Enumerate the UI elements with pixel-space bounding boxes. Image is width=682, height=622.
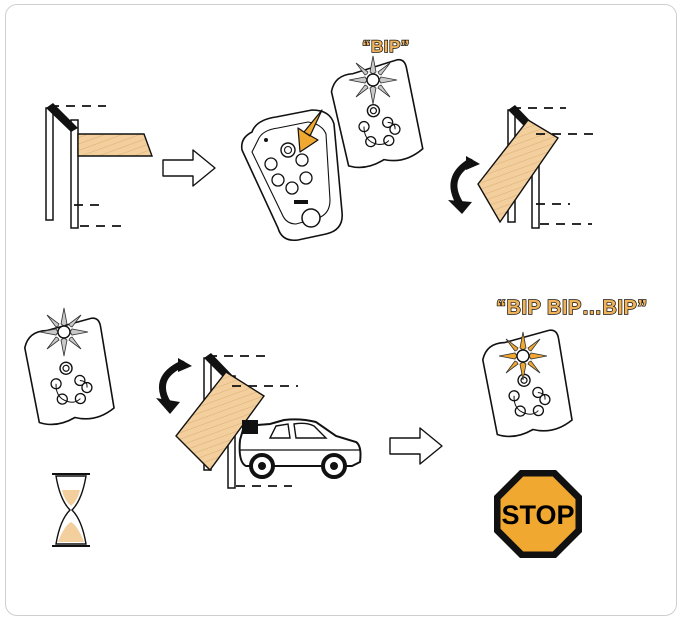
gate-closed-icon — [46, 103, 152, 228]
bip-label-multi: “BIP BIP…BIP” — [496, 297, 648, 319]
rotate-icon — [448, 156, 480, 214]
stop-sign-text: STOP — [501, 500, 574, 530]
rotate-icon — [156, 358, 192, 414]
hourglass-icon — [52, 474, 90, 546]
arrow-right-icon — [163, 150, 215, 186]
remote-flash-icon — [22, 308, 115, 427]
arrow-right-icon — [390, 428, 442, 464]
remote-flash-icon — [480, 329, 573, 439]
remote-flash-icon — [328, 56, 424, 170]
stop-sign-icon: STOP — [494, 470, 582, 558]
car-icon — [240, 419, 361, 477]
gate-opening-icon — [478, 105, 598, 228]
bip-label-single: “BIP” — [362, 37, 410, 56]
remote-press-icon — [242, 110, 342, 240]
